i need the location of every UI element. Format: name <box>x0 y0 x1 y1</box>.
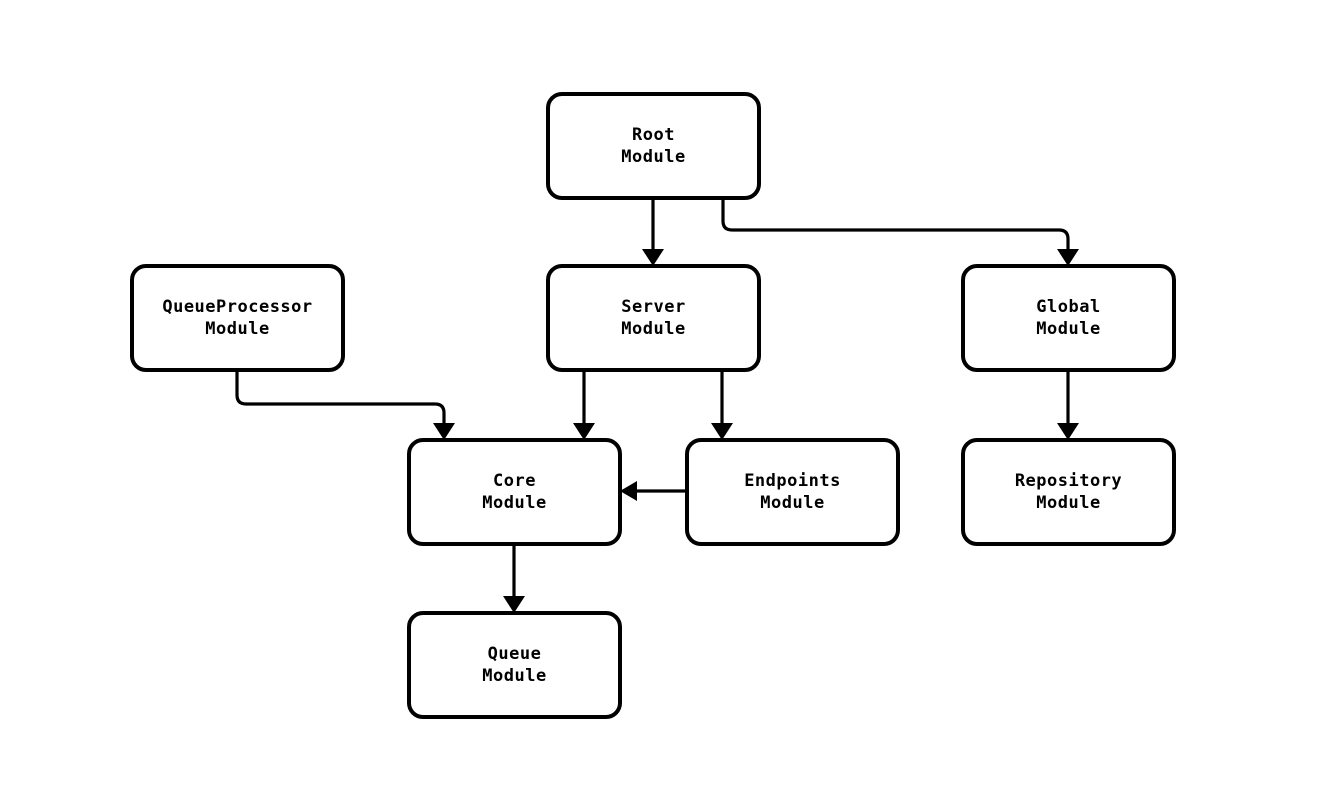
arrowhead-icon <box>620 481 637 501</box>
node-label-line1-endpoints: Endpoints <box>744 471 841 491</box>
edge-root-to-global <box>721 198 1079 266</box>
edge-queueprocessor-to-core <box>235 370 455 440</box>
node-label-line1-root: Root <box>632 125 675 145</box>
arrowhead-icon <box>1057 249 1079 266</box>
node-box-global[interactable] <box>961 264 1176 372</box>
node-label-line1-queueprocessor: QueueProcessor <box>162 297 312 317</box>
node-label-line2-core: Module <box>482 493 546 513</box>
node-label-line1-queue: Queue <box>488 644 542 664</box>
edge-core-to-queue <box>503 544 525 613</box>
edge-server-to-endpoints <box>711 370 733 440</box>
node-label-line2-root: Module <box>621 147 685 167</box>
nodes-layer: RootModuleQueueProcessorModuleServerModu… <box>130 92 1176 719</box>
node-label-line2-server: Module <box>621 319 685 339</box>
node-label-line1-server: Server <box>621 297 685 317</box>
edge-line <box>235 370 446 429</box>
node-box-queue[interactable] <box>407 611 622 719</box>
node-box-core[interactable] <box>407 438 622 546</box>
edge-endpoints-to-core <box>620 481 687 501</box>
arrowhead-icon <box>711 423 733 440</box>
edges-layer <box>235 198 1079 613</box>
arrowhead-icon <box>503 596 525 613</box>
node-label-line1-repository: Repository <box>1015 471 1122 491</box>
arrowhead-icon <box>1057 423 1079 440</box>
edge-server-to-core <box>573 370 595 440</box>
edge-line <box>721 198 1070 255</box>
edge-global-to-repository <box>1057 370 1079 440</box>
node-label-line2-endpoints: Module <box>760 493 824 513</box>
node-box-root[interactable] <box>546 92 761 200</box>
node-box-endpoints[interactable] <box>685 438 900 546</box>
node-box-queueprocessor[interactable] <box>130 264 345 372</box>
node-label-line2-queueprocessor: Module <box>205 319 269 339</box>
edge-root-to-server <box>642 198 664 266</box>
arrowhead-icon <box>642 249 664 266</box>
node-label-line2-queue: Module <box>482 666 546 686</box>
arrowhead-icon <box>433 423 455 440</box>
node-label-line1-core: Core <box>493 471 536 491</box>
node-label-line2-repository: Module <box>1036 493 1100 513</box>
node-box-server[interactable] <box>546 264 761 372</box>
arrowhead-icon <box>573 423 595 440</box>
node-box-repository[interactable] <box>961 438 1176 546</box>
node-label-line2-global: Module <box>1036 319 1100 339</box>
node-label-line1-global: Global <box>1036 297 1100 317</box>
